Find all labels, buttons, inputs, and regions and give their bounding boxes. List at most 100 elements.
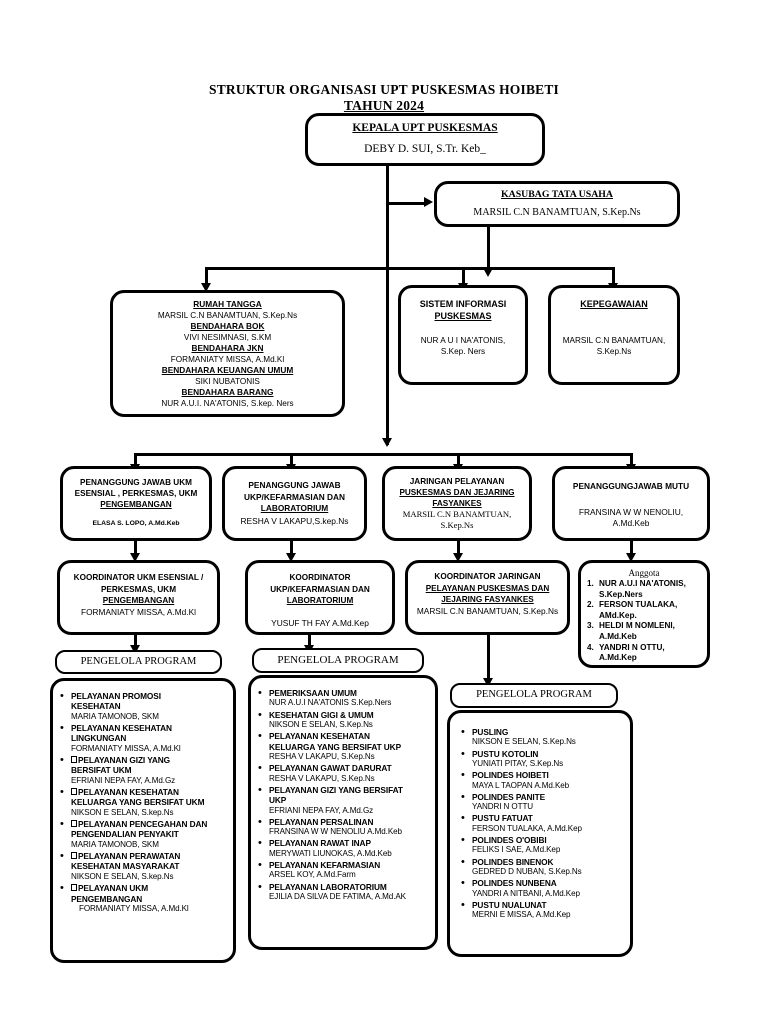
node-pj-ukm-esensial[interactable]: PENANGGUNG JAWAB UKM ESENSIAL , PERKESMA…	[60, 466, 212, 541]
connector-to-kasubag	[386, 202, 426, 205]
node-programs-jaringan[interactable]: PUSLING NIKSON E SELAN, S.Kep.Ns PUSTU K…	[447, 710, 633, 957]
connector-drop-pjukp	[290, 453, 293, 467]
pjukm-role-line2: ESENSIAL , PERKESMAS, UKM	[74, 489, 198, 498]
node-kepegawaian[interactable]: KEPEGAWAIAN MARSIL C.N BANAMTUAN, S.Kep.…	[548, 285, 680, 385]
pjukm-role-line1: PENANGGUNG JAWAB UKM	[80, 478, 192, 487]
arrow-pjmutu-anggota	[626, 553, 636, 562]
node-koordinator-jaringan[interactable]: KOORDINATOR JARINGAN PELAYANAN PUSKESMAS…	[405, 560, 570, 635]
list-item: PELAYANAN KESEHATAN KELUARGA YANG BERSIF…	[59, 786, 227, 818]
list-item: PELAYANAN LABORATORIUM EJILIA DA SILVA D…	[257, 881, 429, 903]
list-item: 1.NUR A.U.I NA'ATONIS,S.Kep.Ners	[587, 579, 686, 599]
koordjar-role-line1: KOORDINATOR JARINGAN	[434, 572, 541, 581]
node-programs-ukm[interactable]: PELAYANAN PROMOSI KESEHATAN MARIA TAMONO…	[50, 678, 236, 963]
connector-drop-sim	[462, 267, 465, 287]
anggota-list: 1.NUR A.U.I NA'ATONIS,S.Kep.Ners 2.FERSO…	[583, 579, 705, 664]
list-item: POLINDES O'OBIBI FELIKS I SAE, A.Md.Kep	[460, 834, 624, 856]
list-item: PEMERIKSAAN UMUM NUR A.U.I NA'ATONIS S.K…	[257, 687, 429, 709]
jaringan-name-line1: MARSIL C.N BANAMTUAN,	[402, 509, 512, 519]
label-pengelola-program-ukp[interactable]: PENGELOLA PROGRAM	[252, 648, 424, 673]
entry-bendahara-bok: BENDAHARA BOK VIVI NESIMNASI, S.KM	[183, 321, 272, 342]
missing-glyph-icon	[71, 820, 77, 828]
list-item: PELAYANAN RAWAT INAP MERYWATI LIUNOKAS, …	[257, 837, 429, 859]
node-koordinator-ukp[interactable]: KOORDINATOR UKP/KEFARMASIAN DAN LABORATO…	[245, 560, 395, 635]
list-item: PELAYANAN PERAWATAN KESEHATAN MASYARAKAT…	[59, 850, 227, 882]
kasubag-name: MARSIL C.N BANAMTUAN, S.Kep.Ns	[473, 207, 641, 218]
koordukm-name: FORMANIATY MISSA, A.Md.Kl	[81, 606, 196, 617]
arrow-jaringan-koord	[453, 553, 463, 562]
sim-name-line2: S.Kep. Ners	[440, 346, 486, 356]
arrow-koordjar-pengelola	[483, 678, 493, 687]
node-penanggungjawab-mutu[interactable]: PENANGGUNGJAWAB MUTU FRANSINA W W NENOLI…	[552, 466, 710, 541]
koordukm-role-line1: KOORDINATOR UKM ESENSIAL /	[73, 573, 204, 582]
arrow-pjukp-koord	[286, 553, 296, 562]
pjmutu-name-line2: A.Md.Keb	[612, 518, 650, 528]
arrow-kasubag-down	[483, 268, 493, 277]
label-pengelola-program-jaringan[interactable]: PENGELOLA PROGRAM	[450, 683, 618, 708]
entry-bendahara-keuangan-umum: BENDAHARA KEUANGAN UMUM SIKI NUBATONIS	[161, 365, 294, 386]
node-kasubag-tata-usaha[interactable]: KASUBAG TATA USAHA MARSIL C.N BANAMTUAN,…	[434, 181, 680, 227]
list-item: 3.HELDI M NOMLENI,A.Md.Keb	[587, 621, 675, 641]
node-jaringan-pelayanan[interactable]: JARINGAN PELAYANAN PUSKESMAS DAN JEJARIN…	[382, 466, 532, 541]
arrow-rumahtangga	[201, 283, 211, 292]
kepala-role: KEPALA UPT PUSKESMAS	[352, 122, 498, 134]
kepegawaian-name-line2: S.Kep.Ns	[596, 346, 632, 356]
connector-jaringan-koord	[457, 541, 460, 557]
connector-koordukm-pengelola	[134, 635, 137, 649]
arrow-spine-to-bus3	[382, 438, 392, 447]
arrow-pjukm-koord	[130, 553, 140, 562]
list-item: POLINDES HOIBETI MAYA L TAOPAN A.Md.Keb	[460, 769, 624, 791]
node-koordinator-ukm[interactable]: KOORDINATOR UKM ESENSIAL / PERKESMAS, UK…	[57, 560, 220, 635]
connector-spine-main	[386, 166, 389, 445]
pjukm-role-line3: PENGEMBANGAN	[100, 500, 172, 509]
list-item: PUSTU NUALUNAT MERNI E MISSA, A.Md.Kep	[460, 899, 624, 921]
entry-rumah-tangga: RUMAH TANGGA MARSIL C.N BANAMTUAN, S.Kep…	[157, 299, 298, 320]
kasubag-role: KASUBAG TATA USAHA	[501, 189, 613, 200]
programs-ukm-list: PELAYANAN PROMOSI KESEHATAN MARIA TAMONO…	[59, 690, 227, 914]
list-item: POLINDES NUNBENA YANDRI A NITBANI, A.Md.…	[460, 877, 624, 899]
node-kepala-upt-puskesmas[interactable]: KEPALA UPT PUSKESMAS DEBY D. SUI, S.Tr. …	[305, 113, 545, 166]
list-item: PELAYANAN UKM PENGEMBANGAN FORMANIATY MI…	[59, 882, 227, 914]
node-anggota-mutu[interactable]: Anggota 1.NUR A.U.I NA'ATONIS,S.Kep.Ners…	[578, 560, 710, 668]
missing-glyph-icon	[71, 884, 77, 892]
pjukm-name: ELASA S. LOPO, A.Md.Keb	[92, 520, 180, 527]
list-item: PELAYANAN KESEHATAN LINGKUNGAN FORMANIAT…	[59, 722, 227, 754]
kepegawaian-role: KEPEGAWAIAN	[580, 299, 648, 309]
pjmutu-name-line1: FRANSINA W W NENOLIU,	[578, 507, 684, 517]
page-title-line2: TAHUN 2024	[343, 98, 425, 113]
node-sistem-informasi-puskesmas[interactable]: SISTEM INFORMASI PUSKESMAS NUR A U I NA'…	[398, 285, 528, 385]
programs-jaringan-list: PUSLING NIKSON E SELAN, S.Kep.Ns PUSTU K…	[460, 726, 624, 921]
sim-role-line1: SISTEM INFORMASI	[419, 299, 507, 309]
pjukp-role-line3: LABORATORIUM	[260, 503, 329, 513]
koordjar-name: MARSIL C.N BANAMTUAN, S.Kep.Ns	[416, 605, 559, 616]
pjukp-role-line2: UKP/KEFARMASIAN DAN	[244, 491, 345, 502]
node-rumah-tangga[interactable]: RUMAH TANGGA MARSIL C.N BANAMTUAN, S.Kep…	[110, 290, 345, 417]
node-programs-ukp[interactable]: PEMERIKSAAN UMUM NUR A.U.I NA'ATONIS S.K…	[248, 675, 438, 950]
arrow-to-kasubag	[424, 197, 433, 207]
sim-name-line1: NUR A U I NA'ATONIS,	[420, 336, 506, 345]
jaringan-role-line3: FASYANKES	[432, 499, 482, 508]
connector-drop-pjmutu	[630, 453, 633, 467]
list-item: PUSTU FATUAT FERSON TUALAKA, A.Md.Kep	[460, 812, 624, 834]
list-item: 2.FERSON TUALAKA,AMd.Kep.	[587, 600, 678, 620]
rumah-tangga-entries: RUMAH TANGGA MARSIL C.N BANAMTUAN, S.Kep…	[117, 299, 338, 409]
list-item: PUSTU KOTOLIN YUNIATI PITAY, S.Kep.Ns	[460, 748, 624, 770]
jaringan-name-line2: S.Kep.Ns	[440, 519, 474, 530]
list-item: PUSLING NIKSON E SELAN, S.Kep.Ns	[460, 726, 624, 748]
list-item: PELAYANAN GIZI YANG BERSIFAT UKP EFRIANI…	[257, 784, 429, 816]
list-item: PELAYANAN GAWAT DARURAT RESHA V LAKAPU, …	[257, 762, 429, 784]
list-item: PELAYANAN PERSALINAN FRANSINA W W NENOLI…	[257, 816, 429, 838]
koordukp-role-line2: UKP/KEFARMASIAN DAN	[270, 584, 370, 594]
node-pj-ukp-kefarmasian[interactable]: PENANGGUNG JAWAB UKP/KEFARMASIAN DAN LAB…	[222, 466, 367, 541]
koordjar-role-line3: JEJARING FASYANKES	[441, 595, 534, 604]
label-pengelola-program-ukm[interactable]: PENGELOLA PROGRAM	[55, 650, 222, 674]
kepegawaian-name-line1: MARSIL C.N BANAMTUAN,	[562, 336, 666, 345]
connector-drop-kepegawaian	[612, 267, 615, 287]
connector-drop-pjukm	[134, 453, 137, 467]
kepala-name: DEBY D. SUI, S.Tr. Keb_	[364, 143, 486, 155]
list-item: PELAYANAN PROMOSI KESEHATAN MARIA TAMONO…	[59, 690, 227, 722]
connector-pjmutu-anggota	[630, 541, 633, 557]
connector-drop-jaringan	[457, 453, 460, 467]
list-item: PELAYANAN KESEHATAN KELUARGA YANG BERSIF…	[257, 730, 429, 762]
connector-pjukm-koord	[134, 541, 137, 557]
